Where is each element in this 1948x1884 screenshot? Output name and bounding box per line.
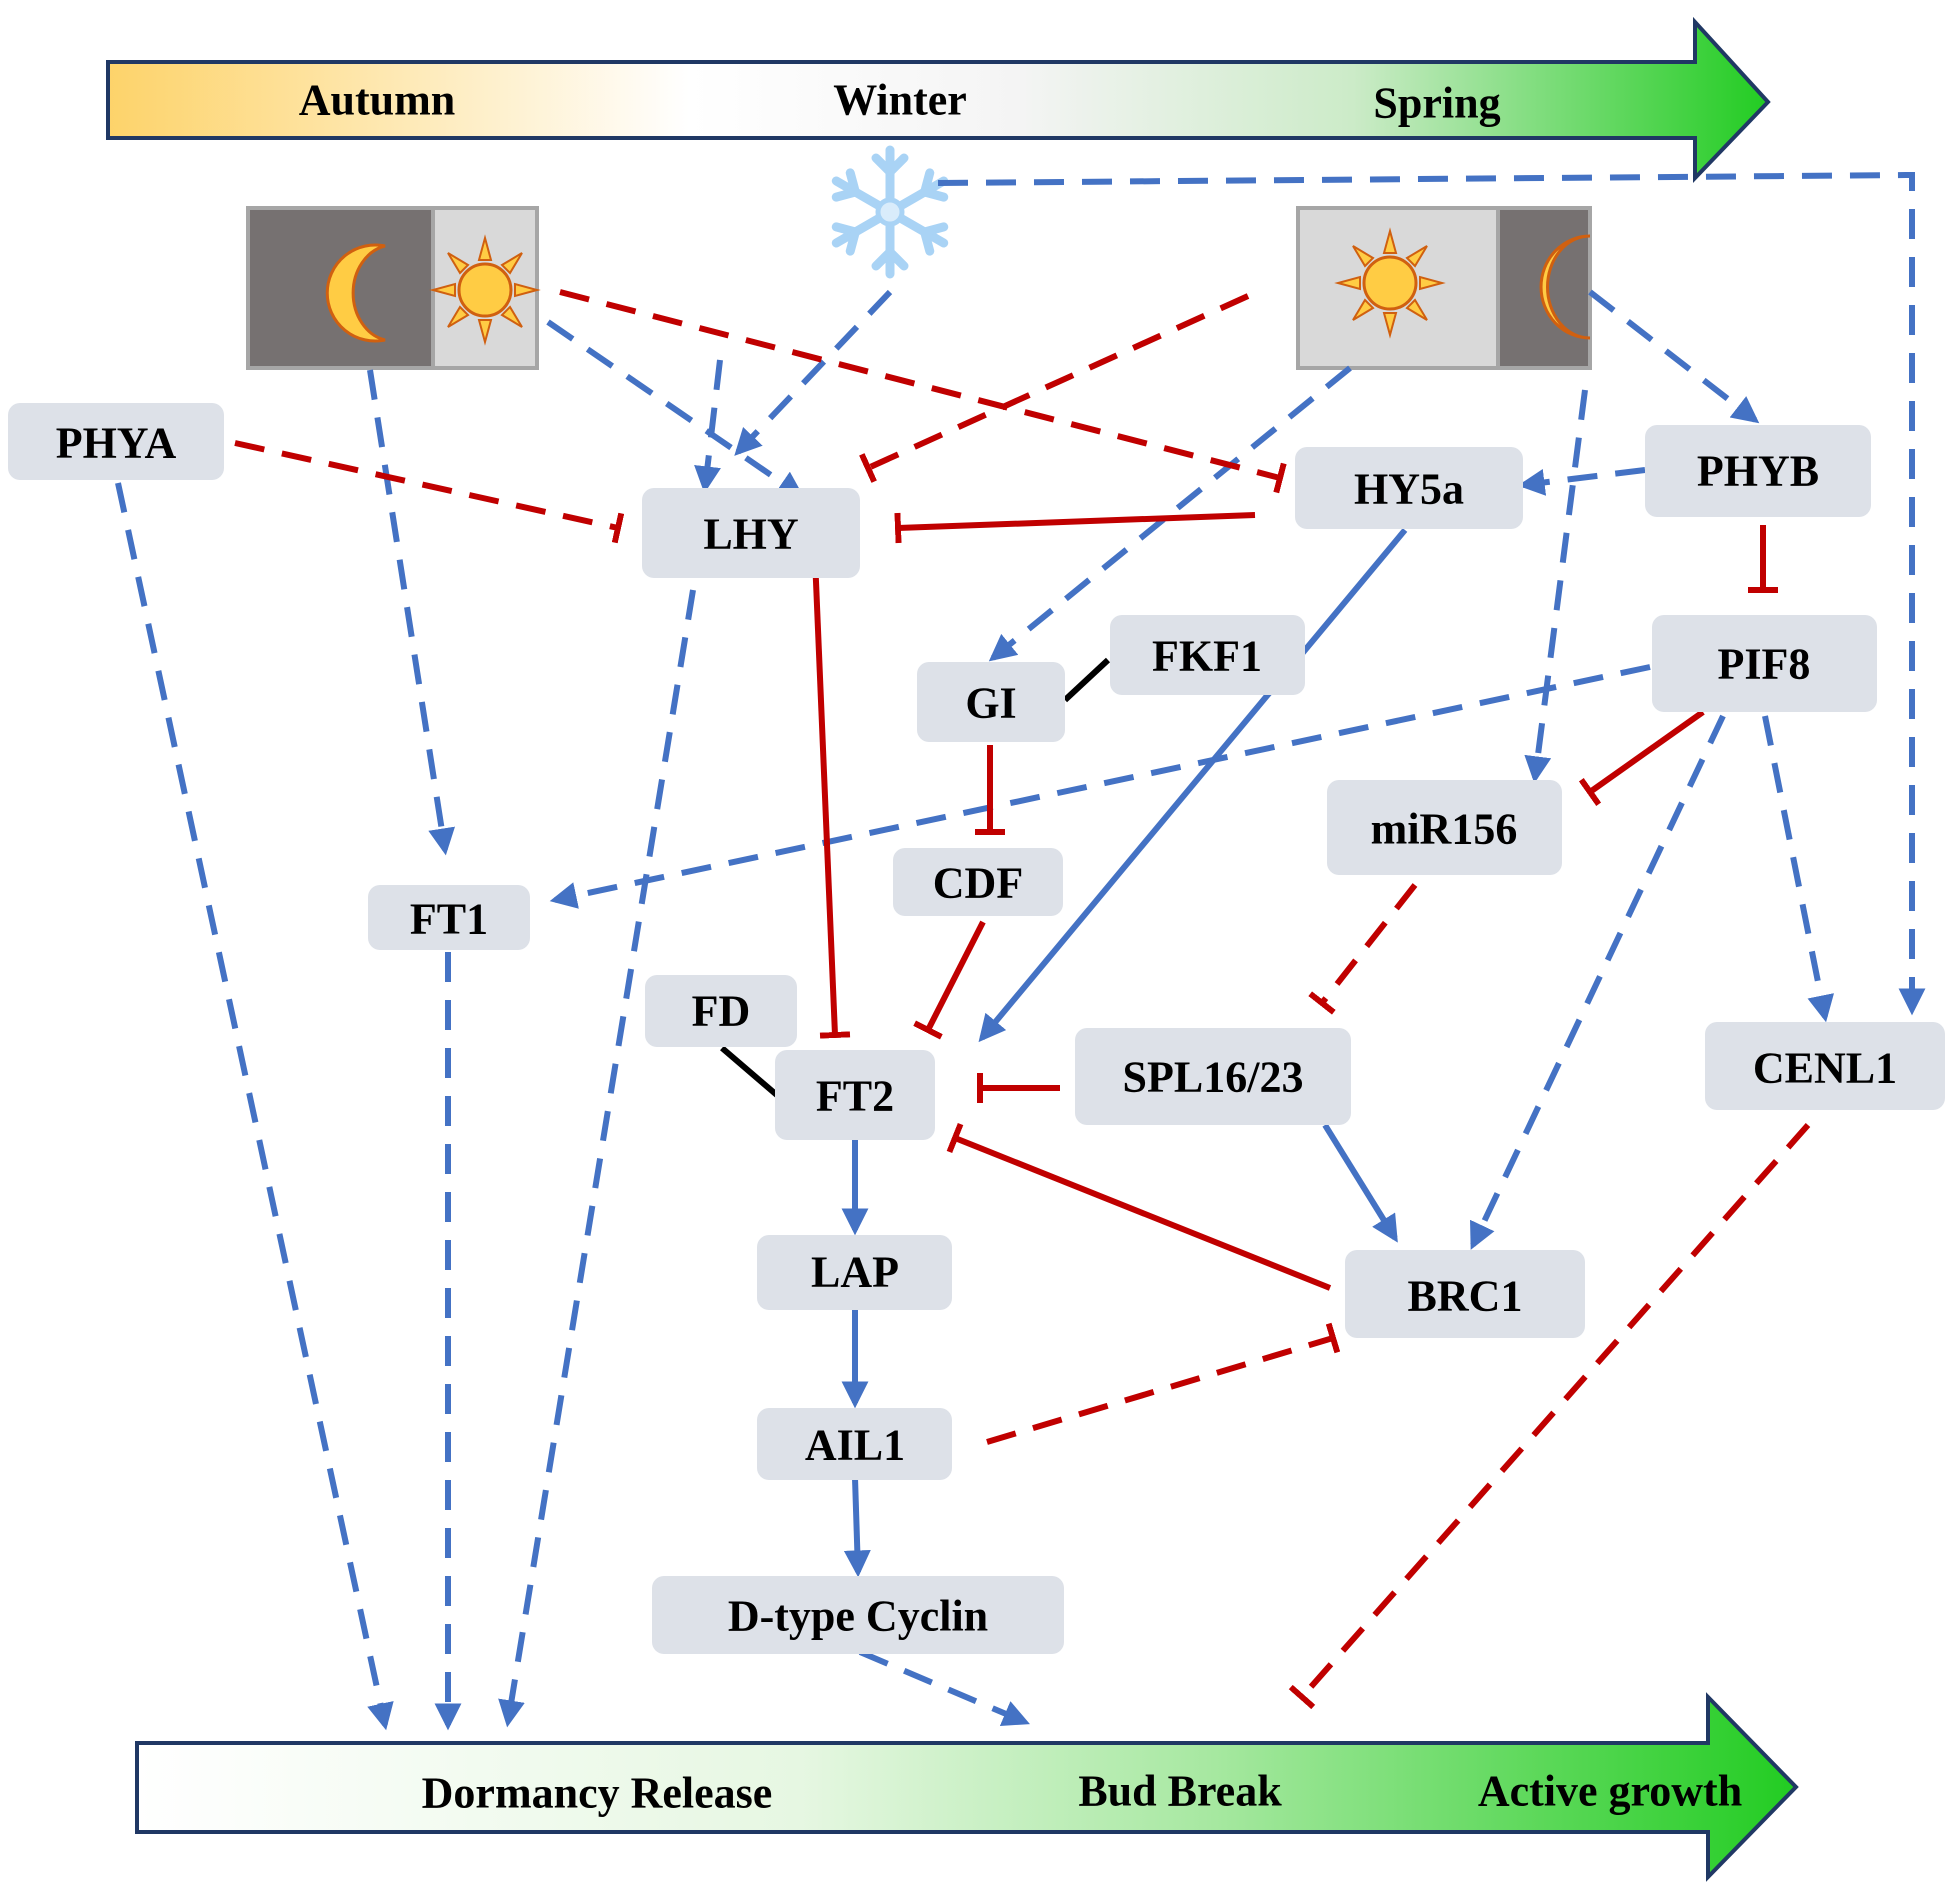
- node-mir156: miR156: [1327, 780, 1562, 875]
- node-hy5a-label: HY5a: [1354, 465, 1464, 514]
- edge-night-to-lhy: [694, 359, 723, 494]
- node-pif8-label: PIF8: [1718, 640, 1811, 689]
- edges: [115, 171, 1926, 1731]
- season-arrow-shape: [106, 16, 1771, 183]
- edge-pif8-to-brc1: [1470, 714, 1726, 1250]
- node-spl: SPL16/23: [1075, 1028, 1351, 1125]
- nodes: PHYA LHY HY5a PHYB GI FKF1 PIF8 miR156: [8, 403, 1945, 1654]
- edge-pif8-to-cenl1: [1762, 715, 1835, 1023]
- node-lap-label: LAP: [811, 1248, 899, 1297]
- stage-label-dormancy-release: Dormancy Release: [422, 1769, 773, 1818]
- season-arrow: Autumn Winter Spring: [106, 16, 1771, 183]
- long-day-icon: [1296, 206, 1592, 370]
- node-fd-label: FD: [692, 987, 751, 1036]
- edge-snowflake-to-cenl1: [937, 171, 1926, 1016]
- stage-label-active-growth: Active growth: [1478, 1767, 1742, 1816]
- node-ail1-label: AIL1: [805, 1421, 905, 1470]
- node-dcyclin-label: D-type Cyclin: [728, 1592, 988, 1641]
- edge-cdf-represses-ft2: [913, 920, 986, 1040]
- stage-label-bud-break: Bud Break: [1078, 1767, 1282, 1816]
- edge-brc1-represses-ft2: [946, 1122, 1332, 1291]
- day-panel: [1296, 206, 1500, 370]
- edge-day-to-lhy: [546, 319, 805, 499]
- edge-dcyclin-to-budbreak: [858, 1649, 1030, 1726]
- season-label-winter: Winter: [833, 76, 967, 125]
- edge-fd-ft2-interaction: [720, 1045, 780, 1099]
- node-lhy: LHY: [642, 488, 860, 578]
- edge-lhy-to-dormancy: [498, 589, 696, 1728]
- edge-longday-to-mir156: [1524, 389, 1588, 784]
- edge-lhy-represses-ft2: [812, 557, 851, 1039]
- node-fkf1-label: FKF1: [1152, 632, 1262, 681]
- node-gi-label: GI: [965, 679, 1016, 728]
- edge-phyb-to-hy5a: [1517, 467, 1646, 496]
- node-ft1-label: FT1: [410, 895, 488, 944]
- season-label-spring: Spring: [1373, 79, 1500, 128]
- edge-spl-to-brc1: [1322, 1123, 1398, 1243]
- edge-day-represses-hy5a: [559, 289, 1287, 494]
- edge-cenl1-represses-budbreak: [1288, 1123, 1811, 1710]
- node-lhy-label: LHY: [703, 510, 798, 559]
- long-night-icon: [246, 206, 541, 370]
- node-spl-label: SPL16/23: [1123, 1053, 1304, 1102]
- node-ft1: FT1: [368, 885, 530, 950]
- node-gi: GI: [917, 662, 1065, 742]
- sun-icon: [1334, 227, 1446, 339]
- edge-longday-to-phyb: [1588, 289, 1760, 424]
- sun-icon: [429, 234, 541, 346]
- node-dcyclin: D-type Cyclin: [652, 1576, 1064, 1654]
- edge-longday-to-gi: [988, 365, 1352, 662]
- stage-arrow-shape: [135, 1692, 1799, 1882]
- edge-pif8-to-ft1: [549, 664, 1651, 909]
- node-pif8: PIF8: [1652, 615, 1877, 712]
- season-label-autumn: Autumn: [299, 76, 456, 125]
- edge-pif8-represses-mir156: [1578, 709, 1705, 806]
- edge-night-to-ft1: [367, 369, 456, 856]
- node-fd: FD: [645, 975, 797, 1047]
- node-cenl1-label: CENL1: [1753, 1044, 1897, 1093]
- edge-ail1-represses-brc1: [986, 1322, 1341, 1445]
- edge-phya-represses-lhy: [234, 440, 625, 544]
- stage-arrow: Dormancy Release Bud Break Active growth: [135, 1692, 1799, 1882]
- node-phyb: PHYB: [1645, 425, 1871, 517]
- edge-hy5a-to-ft2: [978, 528, 1408, 1043]
- node-brc1: BRC1: [1345, 1250, 1585, 1338]
- node-mir156-label: miR156: [1371, 805, 1518, 854]
- edge-mir156-represses-spl: [1308, 883, 1418, 1015]
- edge-hy5a-represses-lhy: [894, 512, 1256, 544]
- node-brc1-label: BRC1: [1408, 1272, 1523, 1321]
- node-phya-label: PHYA: [56, 419, 177, 468]
- node-cdf: CDF: [893, 848, 1063, 916]
- moon-icon: [325, 243, 386, 343]
- node-phya: PHYA: [8, 403, 224, 480]
- node-fkf1: FKF1: [1110, 615, 1305, 695]
- node-cenl1: CENL1: [1705, 1022, 1945, 1110]
- snowflake-icon: [831, 145, 949, 279]
- node-ft2: FT2: [775, 1050, 935, 1140]
- node-lap: LAP: [757, 1235, 952, 1310]
- edge-snowflake-to-lhy: [734, 289, 893, 456]
- node-ail1: AIL1: [757, 1408, 952, 1480]
- moon-icon: [1539, 234, 1591, 340]
- edge-longday-represses-lhy: [859, 293, 1250, 483]
- node-hy5a: HY5a: [1295, 447, 1523, 529]
- node-phyb-label: PHYB: [1697, 447, 1819, 496]
- edge-phya-to-dormancy: [115, 482, 394, 1731]
- edge-gi-fkf1-interaction: [1062, 657, 1111, 703]
- node-ft2-label: FT2: [816, 1072, 894, 1121]
- edge-ail1-to-dcyclin: [843, 1477, 871, 1578]
- node-cdf-label: CDF: [933, 859, 1023, 908]
